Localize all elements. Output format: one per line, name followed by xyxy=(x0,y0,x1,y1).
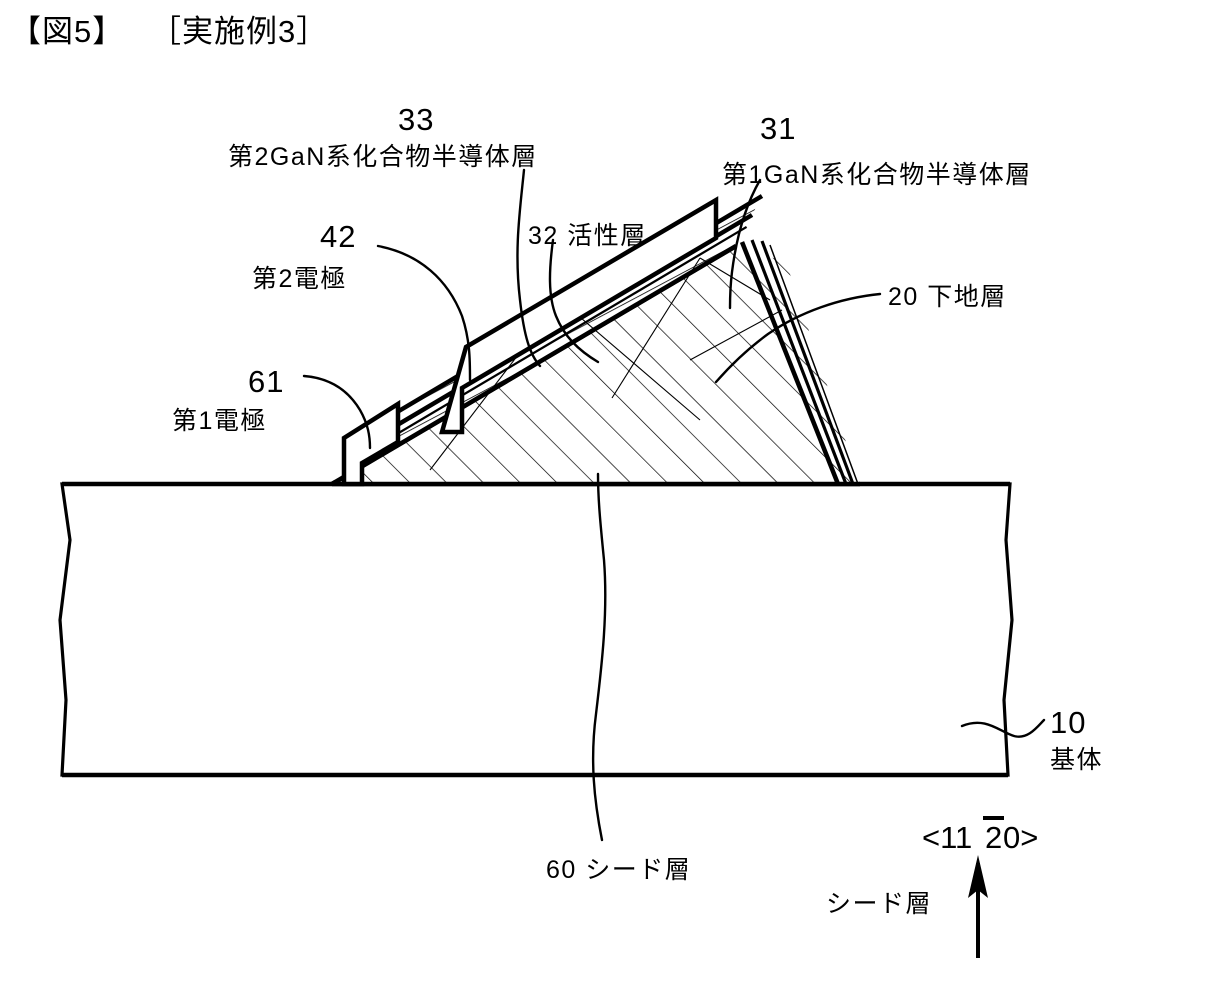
figure-title-number: 【図5】 xyxy=(10,14,124,49)
seed-layer-direction-label: シード層 xyxy=(826,890,932,918)
label-33-number: 33 xyxy=(398,102,434,137)
label-31-text: 第1GaN系化合物半導体層 xyxy=(722,161,1032,189)
second-electrode-42 xyxy=(439,196,719,435)
label-10-text: 基体 xyxy=(1050,746,1103,774)
crystal-direction-indicator: <11 2 0> シード層 xyxy=(826,816,1038,958)
label-33-text: 第2GaN系化合物半導体層 xyxy=(228,143,538,171)
direction-suffix: 0> xyxy=(1003,820,1038,855)
label-20-text: 20 下地層 xyxy=(888,283,1007,311)
facet-detail-lines xyxy=(429,257,783,471)
substrate-body xyxy=(58,481,1014,778)
label-32-text: 32 活性層 xyxy=(528,222,647,250)
direction-prefix: <11 xyxy=(922,820,972,855)
figure-title-example: ［実施例3］ xyxy=(150,14,328,49)
label-61-number: 61 xyxy=(248,364,284,399)
label-31-number: 31 xyxy=(760,111,796,146)
direction-arrow-up-icon xyxy=(968,855,988,958)
label-42-number: 42 xyxy=(320,219,356,254)
direction-barred-index: 2 xyxy=(985,820,1002,855)
label-61-text: 第1電極 xyxy=(172,407,267,435)
label-10-number: 10 xyxy=(1050,705,1086,740)
leader-lines xyxy=(302,168,1046,842)
label-42-text: 第2電極 xyxy=(252,265,347,293)
label-60-text: 60 シード層 xyxy=(546,856,691,884)
